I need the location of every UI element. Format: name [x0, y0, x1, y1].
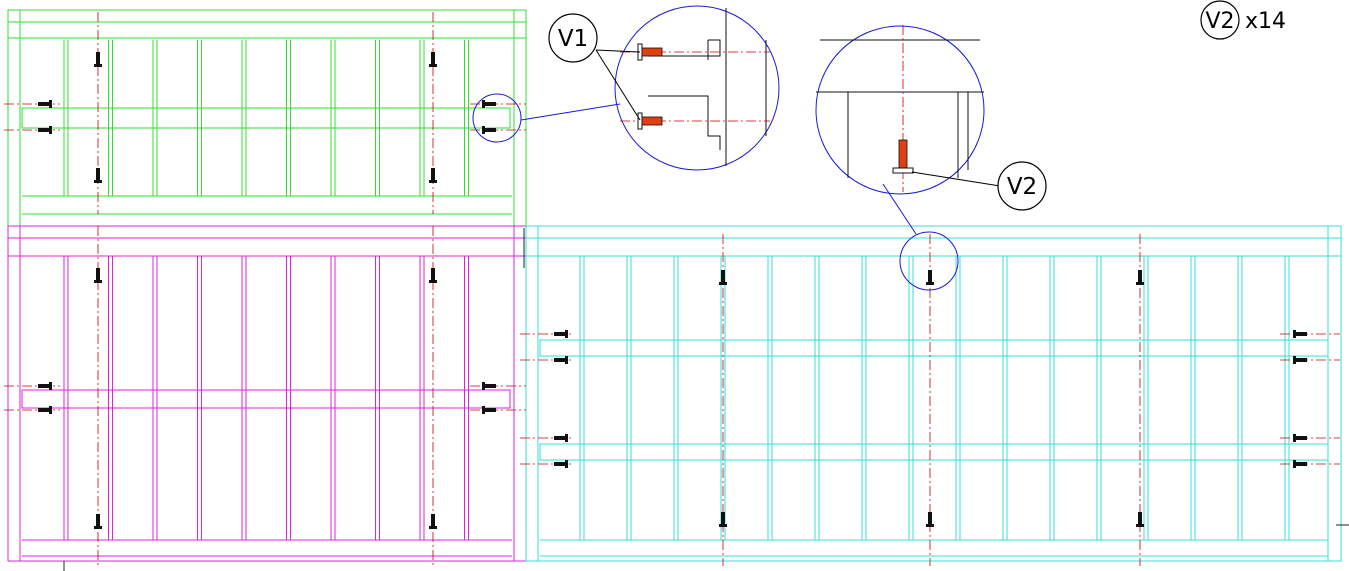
screw-icon	[482, 126, 496, 134]
detail-v1-circle	[614, 5, 780, 171]
screw-icon	[554, 356, 568, 364]
screw-icon	[719, 270, 727, 285]
detail-v2-marker	[899, 231, 959, 291]
quantity-symbol-label: V2	[1205, 9, 1234, 34]
screw-icon	[892, 139, 914, 174]
detail-v2-circle	[815, 25, 985, 195]
screw-icon	[94, 514, 102, 529]
screw-icon	[554, 330, 568, 338]
screw-icon	[1136, 512, 1144, 527]
screw-icon	[429, 168, 437, 183]
screw-icon	[482, 382, 496, 390]
screw-icon	[38, 100, 52, 108]
screw-icon	[38, 382, 52, 390]
screw-icon	[94, 168, 102, 183]
quantity-count: x14	[1245, 9, 1286, 34]
detail-v2-leader	[882, 183, 917, 235]
detail-v2: V2	[815, 25, 1047, 291]
screw-icon	[719, 512, 727, 527]
screw-icon	[482, 406, 496, 414]
detail-v1-leader	[520, 103, 621, 121]
detail-v1: V1	[472, 5, 780, 171]
screw-icon	[1293, 330, 1307, 338]
quantity-symbol-bubble	[1200, 0, 1240, 40]
panel-bottom-left	[7, 225, 527, 562]
screw-icon	[429, 52, 437, 67]
screw-icon	[554, 460, 568, 468]
panel-top-left	[7, 9, 527, 227]
screw-icon	[926, 270, 934, 285]
detail-v1-marker	[472, 93, 522, 143]
screw-icon	[429, 268, 437, 283]
callout-v2-label: V2	[1007, 174, 1037, 200]
panel-bottom-right	[525, 225, 1342, 562]
screw-icon	[94, 268, 102, 283]
screw-icon	[637, 112, 663, 130]
screw-icon	[1293, 434, 1307, 442]
screw-icon	[38, 126, 52, 134]
screw-icon	[554, 434, 568, 442]
screw-icon	[1293, 356, 1307, 364]
callout-v2-bubble	[997, 161, 1047, 211]
centerlines	[4, 12, 1340, 566]
screw-icon	[637, 43, 663, 61]
screw-icon	[38, 406, 52, 414]
callout-v1-label: V1	[558, 26, 588, 52]
screw-icon	[429, 514, 437, 529]
screw-icon	[926, 512, 934, 527]
screw-icon	[1136, 270, 1144, 285]
screw-icon	[1293, 460, 1307, 468]
screw-icon	[94, 52, 102, 67]
quantity-note: V2 x14	[1200, 0, 1286, 40]
screws	[38, 52, 1307, 529]
callout-v1-bubble	[548, 13, 598, 63]
screw-icon	[482, 100, 496, 108]
